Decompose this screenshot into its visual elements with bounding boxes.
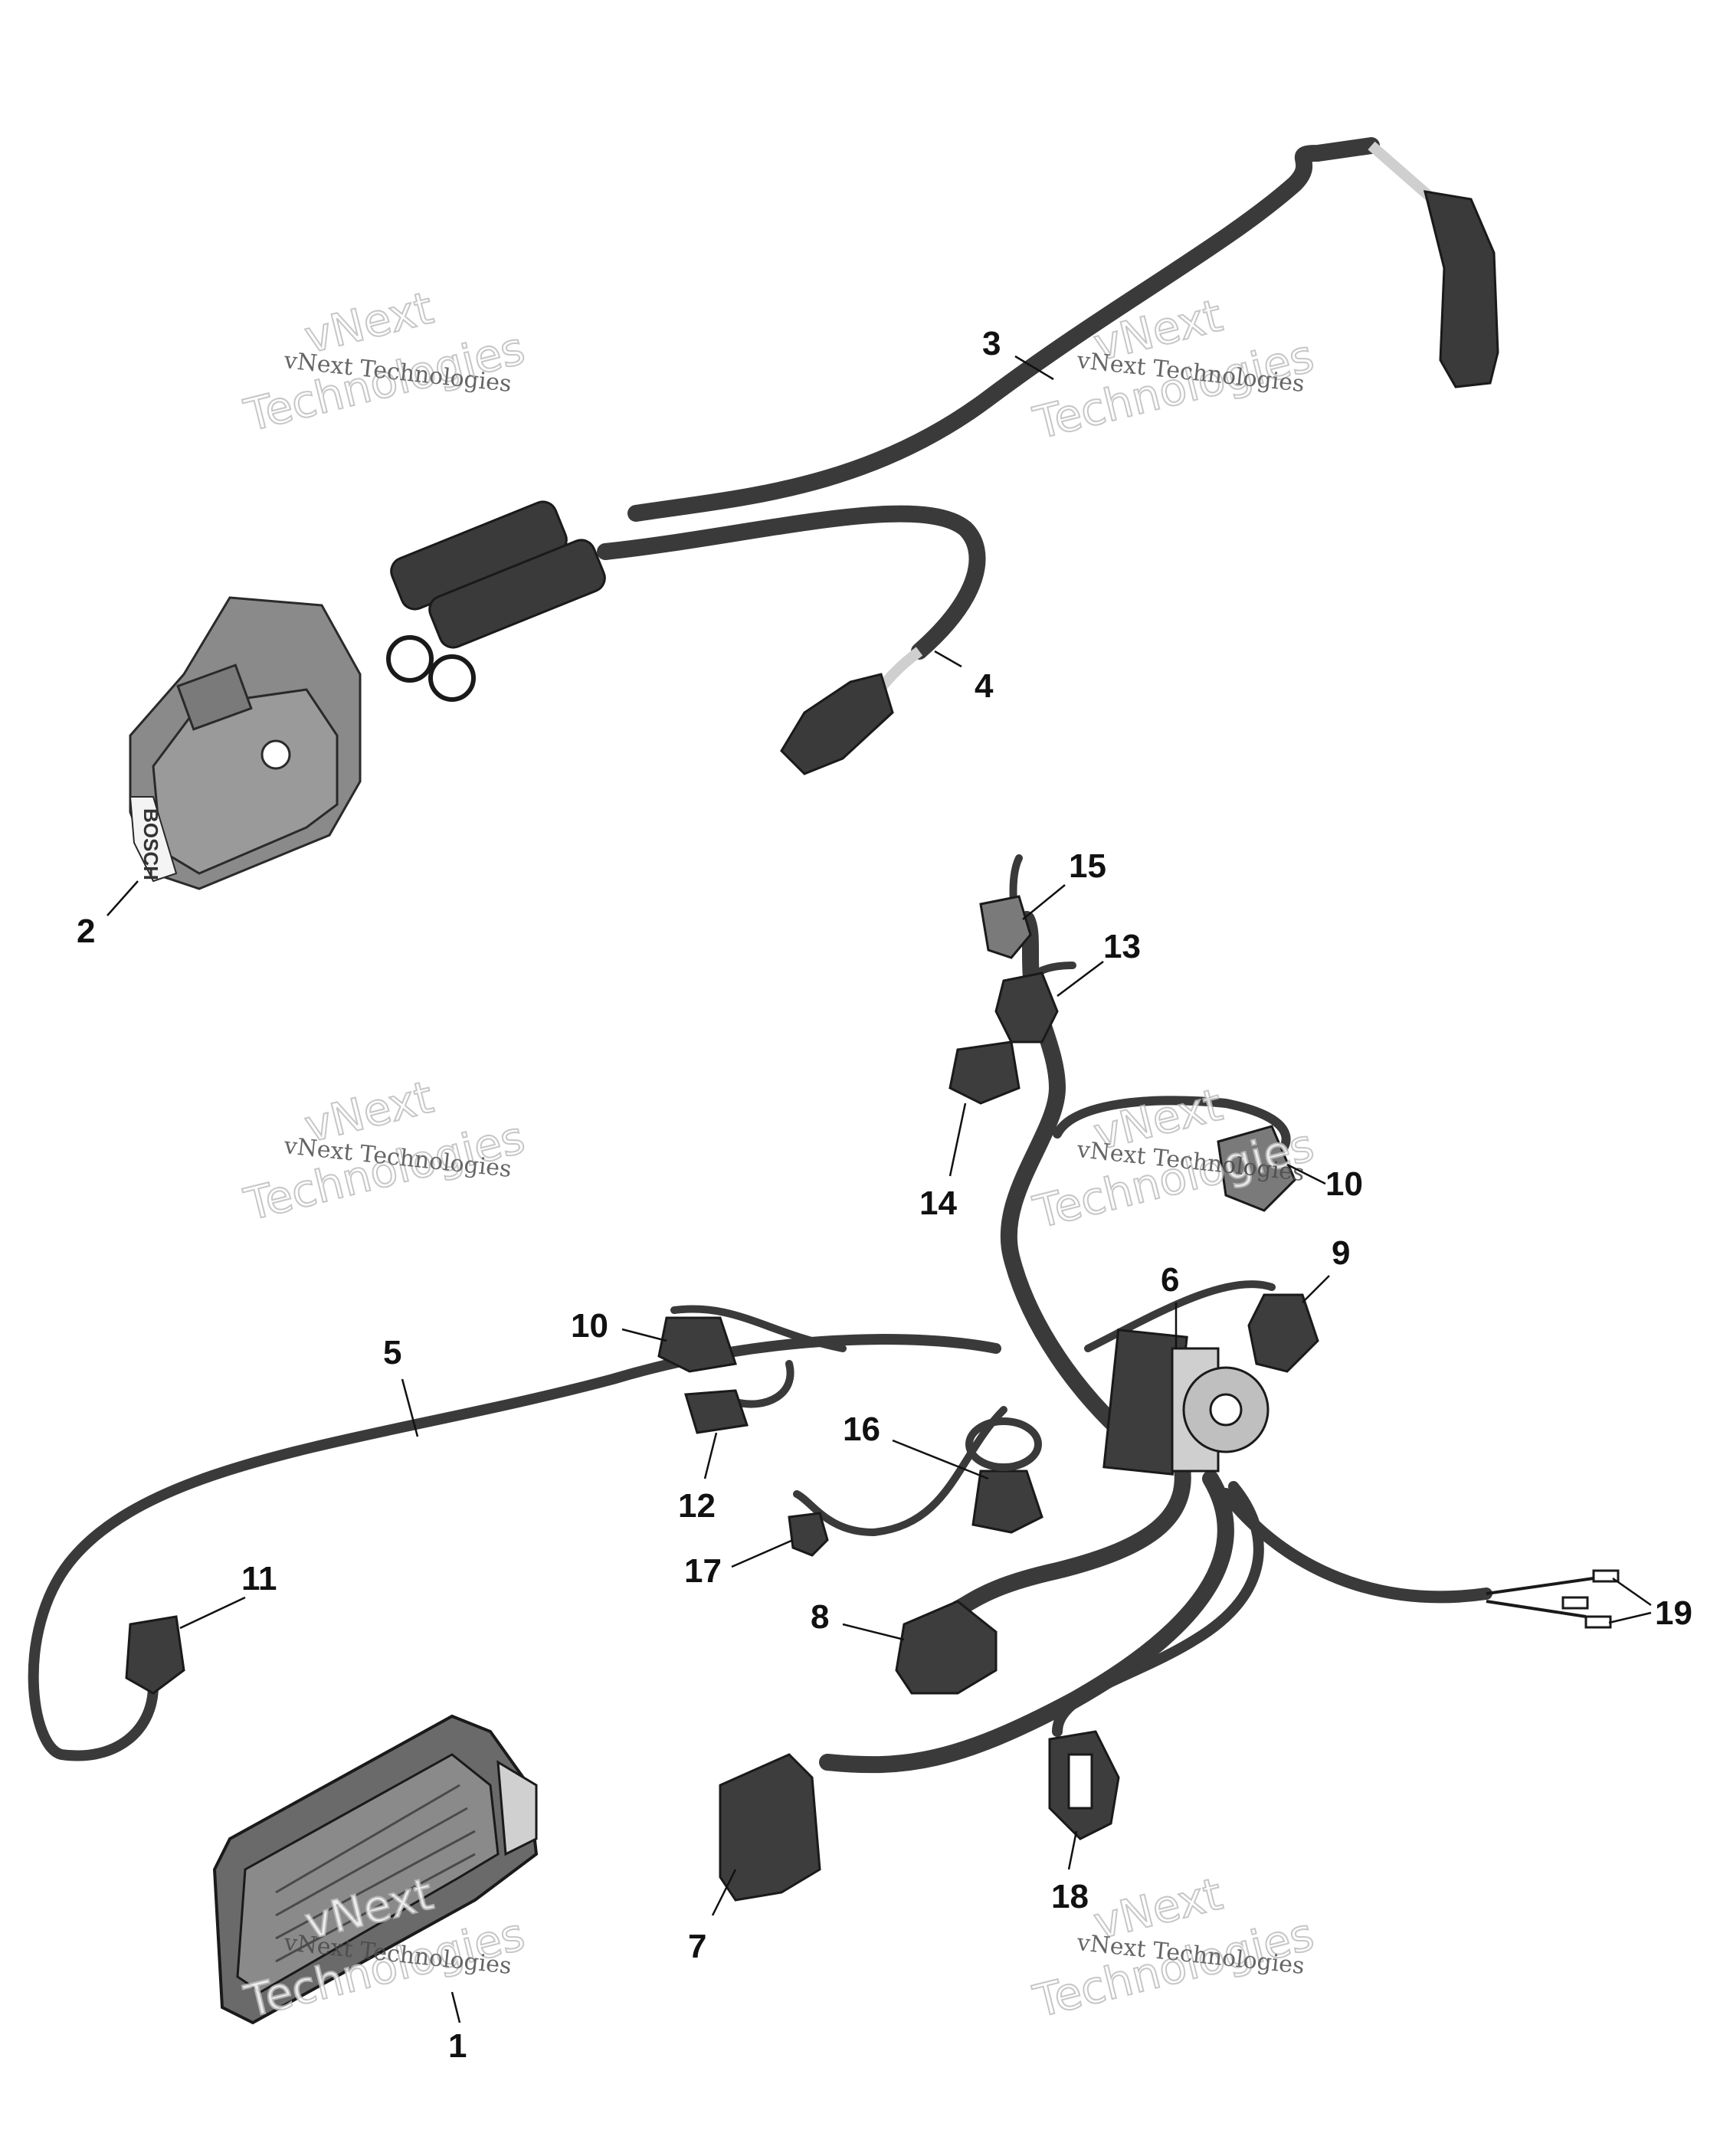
callout-9: 9 [1332, 1234, 1350, 1272]
callout-19: 19 [1655, 1594, 1692, 1632]
callout-2: 2 [77, 913, 95, 950]
terminal-19b [1561, 1596, 1589, 1610]
connector-9 [1247, 1293, 1319, 1373]
connector-7 [719, 1753, 821, 1902]
connector-10-upper [1217, 1125, 1296, 1212]
connector-16 [971, 1470, 1043, 1534]
callout-17: 17 [684, 1552, 722, 1590]
callout-4: 4 [975, 667, 994, 705]
spark-plug-leads [386, 137, 1499, 775]
callout-11: 11 [241, 1560, 277, 1597]
callout-14: 14 [919, 1184, 957, 1222]
callout-16: 16 [843, 1411, 880, 1448]
spark-plug-cap-4 [780, 673, 894, 775]
callout-10-lower: 10 [571, 1307, 608, 1345]
ignition-coil: BOSCH [129, 596, 362, 890]
callout-10-upper: 10 [1325, 1165, 1363, 1203]
callout-7: 7 [688, 1928, 706, 1965]
callout-3: 3 [982, 325, 1001, 362]
callout-1: 1 [448, 2027, 467, 2065]
sensor-17 [788, 1512, 829, 1557]
connector-8 [895, 1600, 998, 1695]
terminal-19c [1584, 1615, 1612, 1629]
connector-15 [979, 895, 1032, 959]
spark-plug-cap-3 [1423, 190, 1499, 388]
harness-connectors [125, 895, 1620, 1902]
connector-14 [948, 1040, 1021, 1105]
connector-6 [1102, 1329, 1270, 1476]
callout-12: 12 [678, 1487, 716, 1525]
engine-control-module [212, 1714, 539, 2025]
callout-numbers: 1 2 3 4 5 6 7 8 9 10 10 11 12 13 14 15 1… [77, 325, 1692, 2065]
connector-10-lower [657, 1316, 737, 1373]
callout-5: 5 [383, 1334, 401, 1371]
callout-13: 13 [1103, 928, 1141, 965]
callout-8: 8 [811, 1598, 829, 1636]
bosch-marking: BOSCH [139, 808, 162, 880]
connector-11 [125, 1615, 185, 1695]
callout-6: 6 [1161, 1261, 1179, 1299]
terminal-19a [1592, 1569, 1620, 1583]
callout-18: 18 [1051, 1878, 1089, 1915]
callout-15: 15 [1069, 847, 1106, 885]
connector-13 [994, 972, 1059, 1044]
connector-12 [684, 1389, 749, 1434]
leader-lines [106, 355, 1652, 2023]
